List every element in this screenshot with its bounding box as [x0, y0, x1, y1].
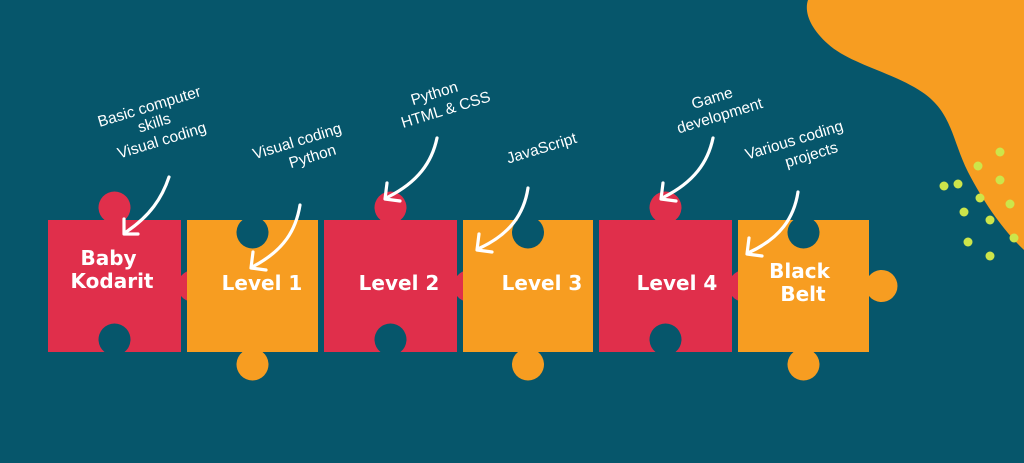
- decoration-dot: [985, 251, 995, 261]
- decoration-dot: [1009, 233, 1019, 243]
- note-level-4: Game development: [669, 77, 765, 138]
- arrow-level-2: [383, 136, 439, 203]
- arrow-level-1: [249, 203, 302, 272]
- piece-labels: Baby Kodarit Level 1 Level 2 Level 3 Lev…: [71, 246, 837, 306]
- decoration-dot: [953, 179, 963, 189]
- puzzle-piece-level-2: [324, 191, 486, 352]
- piece-label-level-3: Level 3: [502, 271, 583, 295]
- puzzle-piece-level-3: [463, 220, 593, 381]
- piece-label-black-belt: Black Belt: [769, 259, 837, 306]
- note-level-1: Visual coding Python: [251, 119, 354, 182]
- arrow-level-4: [659, 136, 715, 203]
- arrow-baby-kodarit: [122, 175, 171, 236]
- decoration-dot: [939, 181, 949, 191]
- piece-label-level-4: Level 4: [637, 271, 718, 295]
- arrow-level-3: [475, 186, 530, 254]
- decoration-dot: [1005, 199, 1015, 209]
- puzzle-piece-level-4: [599, 191, 761, 352]
- note-level-2: Python HTML & CSS: [394, 70, 493, 131]
- piece-label-level-1: Level 1: [222, 271, 303, 295]
- decoration-dot: [985, 215, 995, 225]
- puzzle-piece-baby-kodarit: [48, 191, 210, 352]
- annotation-arrows: [122, 136, 800, 272]
- note-level-3: JavaScript: [505, 130, 580, 168]
- puzzle-pieces: [48, 191, 898, 381]
- decoration-dot: [959, 207, 969, 217]
- decoration-dot: [963, 237, 973, 247]
- decoration-dot: [995, 147, 1005, 157]
- note-baby-kodarit: Basic computer skills Visual coding: [96, 82, 218, 165]
- piece-label-level-2: Level 2: [359, 271, 440, 295]
- annotation-notes: Basic computer skills Visual coding Visu…: [96, 70, 855, 182]
- dot-pattern-decoration: [939, 147, 1019, 261]
- decoration-dot: [973, 161, 983, 171]
- puzzle-piece-level-1: [187, 220, 318, 381]
- orange-blob-decoration: [806, 0, 1024, 250]
- piece-label-baby-kodarit: Baby Kodarit: [71, 246, 154, 293]
- puzzle-piece-black-belt: [738, 220, 898, 381]
- decoration-dot: [975, 193, 985, 203]
- arrow-black-belt: [745, 190, 800, 258]
- decoration-dot: [995, 175, 1005, 185]
- note-black-belt: Various coding projects: [743, 116, 855, 181]
